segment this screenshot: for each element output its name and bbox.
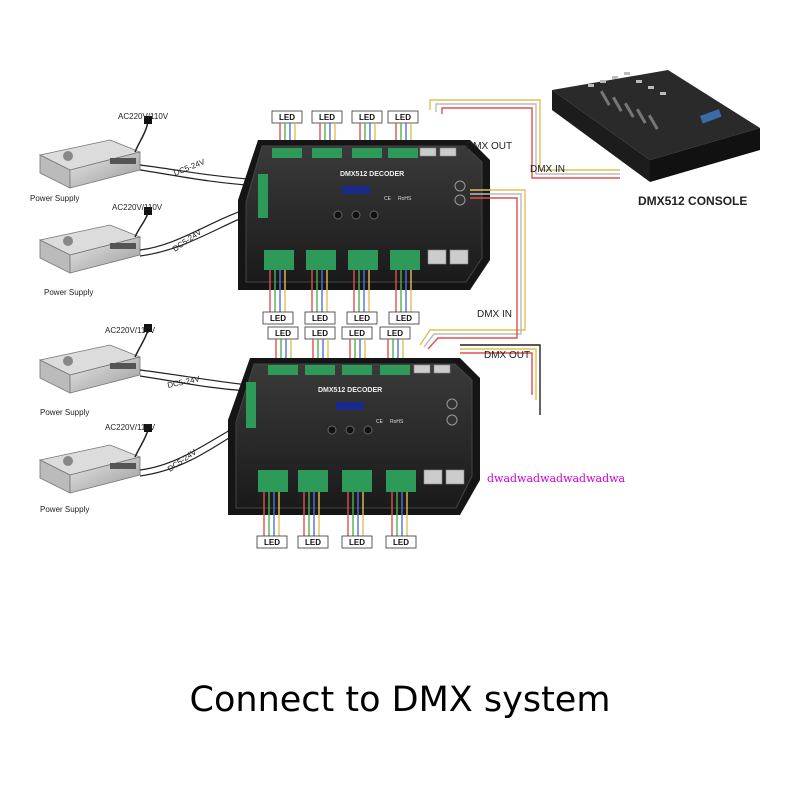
ce-mark: CE	[376, 419, 384, 425]
led-label: LED	[395, 113, 411, 122]
led-label: LED	[393, 538, 409, 547]
terminals-bottom-2	[258, 470, 416, 492]
ce-mark: CE	[384, 196, 392, 202]
led-group-top-1: LED LED LED LED	[271, 110, 419, 124]
dmx-console	[552, 70, 760, 182]
decoder-title-2: DMX512 DECODER	[318, 387, 382, 394]
terminals-bottom-1	[264, 250, 420, 270]
decoder-title-1: DMX512 DECODER	[340, 171, 404, 178]
led-label: LED	[264, 538, 280, 547]
xlr-port	[454, 194, 466, 206]
power-supply-3	[38, 344, 142, 394]
terminals-left-1	[258, 174, 268, 218]
rohs-mark: RoHS	[390, 419, 404, 425]
rj45-ports-2	[413, 364, 465, 485]
rj45-ports-1	[419, 147, 469, 265]
control-button	[333, 210, 343, 220]
led-label: LED	[359, 113, 375, 122]
decoder-2: LED LED LED LED	[228, 326, 480, 549]
terminals-left-2	[246, 382, 256, 428]
xlr-port	[454, 180, 466, 192]
dc-label-1: DC5-24V	[172, 157, 206, 178]
dmx-in-lower-label: DMX IN	[477, 309, 512, 320]
watermark-text: dwadwadwadwadwadwa	[487, 472, 626, 485]
control-button	[363, 425, 373, 435]
console-display	[700, 109, 722, 124]
ac-label-3: AC220V/110V	[105, 326, 156, 335]
dc-label-4: DC5-24V	[166, 447, 199, 474]
power-supply-4	[38, 444, 142, 494]
led-label: LED	[270, 314, 286, 323]
power-supply-label-3: Power Supply	[40, 408, 89, 417]
ac-label-2: AC220V/110V	[112, 203, 163, 212]
caption: Connect to DMX system	[189, 680, 611, 720]
led-label: LED	[387, 329, 403, 338]
ac-label-4: AC220V/110V	[105, 423, 156, 432]
display-screen	[342, 186, 370, 194]
display-screen	[336, 402, 364, 410]
led-label: LED	[305, 538, 321, 547]
control-button	[327, 425, 337, 435]
rohs-mark: RoHS	[398, 196, 412, 202]
dmx-out-label-2: DMX OUT	[484, 350, 530, 361]
ac-plugs	[144, 116, 152, 432]
console-label: DMX512 CONSOLE	[638, 194, 747, 208]
dmx-cables	[419, 99, 620, 415]
power-supply-1	[38, 139, 142, 189]
xlr-port	[446, 414, 458, 426]
led-group-bottom-1: LED LED LED LED	[262, 311, 420, 325]
power-supply-label-1: Power Supply	[30, 194, 79, 203]
led-label: LED	[349, 329, 365, 338]
led-label: LED	[312, 329, 328, 338]
power-supply-label-2: Power Supply	[44, 288, 93, 297]
led-label: LED	[312, 314, 328, 323]
wires-bottom-2	[263, 492, 408, 536]
led-group-bottom-2: LED LED LED LED	[256, 535, 417, 549]
dmx-in-label: DMX IN	[530, 164, 565, 175]
dmx-out-label-1: DMX OUT	[466, 141, 512, 152]
power-supply-label-4: Power Supply	[40, 505, 89, 514]
dc-label-3: DC5-24V	[167, 374, 202, 390]
decoder-1: LED LED LED LED	[238, 110, 490, 325]
led-group-top-2: LED LED LED LED	[267, 326, 411, 340]
led-label: LED	[279, 113, 295, 122]
control-button	[351, 210, 361, 220]
led-label: LED	[349, 538, 365, 547]
xlr-port	[446, 398, 458, 410]
ac-cords	[134, 121, 149, 458]
ac-label-1: AC220V/110V	[118, 112, 169, 121]
terminals-top-2	[268, 365, 410, 375]
led-label: LED	[354, 314, 370, 323]
terminals-top-1	[272, 148, 418, 158]
control-button	[345, 425, 355, 435]
led-label: LED	[396, 314, 412, 323]
led-label: LED	[319, 113, 335, 122]
control-button	[369, 210, 379, 220]
power-supply-2	[38, 224, 142, 274]
wires-bottom-1	[269, 270, 412, 312]
led-label: LED	[275, 329, 291, 338]
